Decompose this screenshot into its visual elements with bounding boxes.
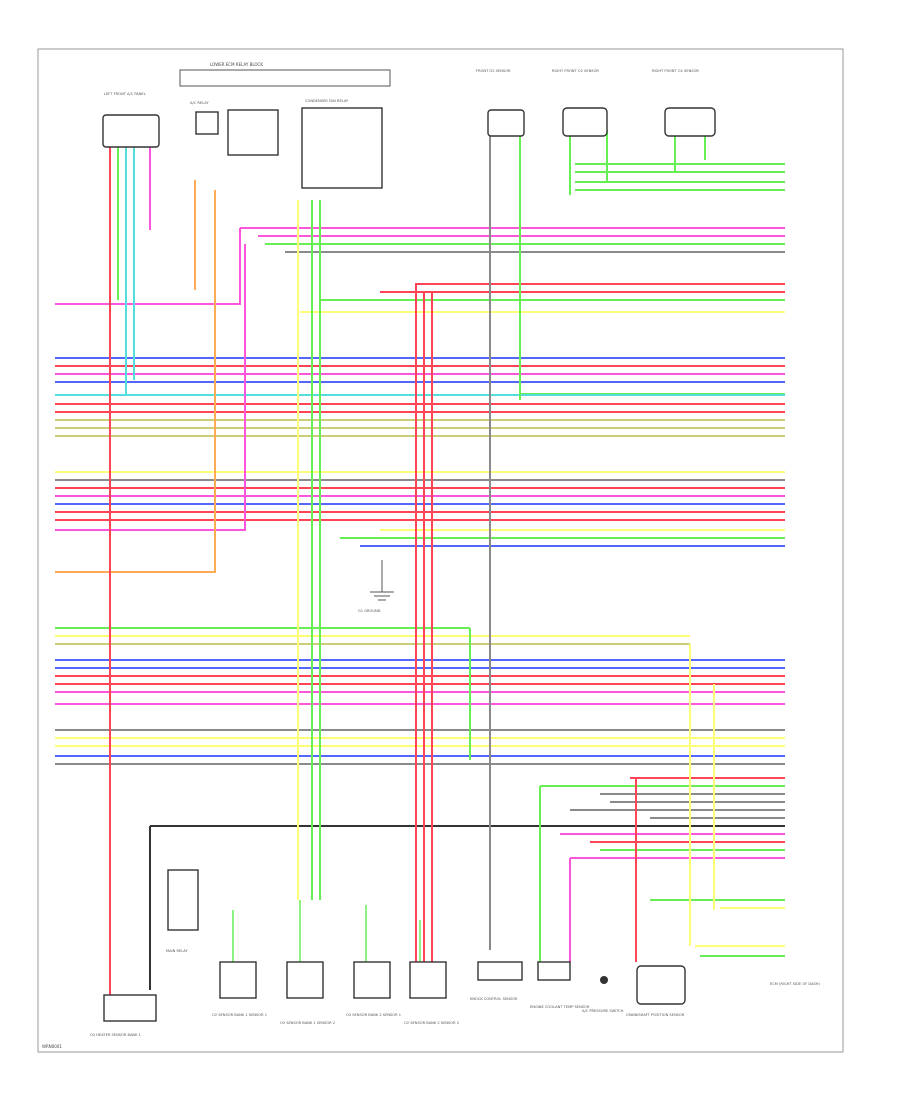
pink-feed-wire [55, 228, 241, 305]
knock-control-sensor-label: KNOCK CONTROL SENSOR [470, 997, 518, 1001]
o2-sensor-bank-2-downstream-label: O2 SENSOR BANK 2 SENSOR 2 [404, 1021, 459, 1025]
lower-ecm-relay-block-label: LOWER ECM RELAY BLOCK [210, 62, 263, 67]
left-front-ac-panel-box [102, 114, 160, 148]
ecm-label: ECM (RIGHT SIDE OF DASH) [770, 982, 821, 986]
components-layer [102, 69, 716, 1022]
ground-symbol [370, 560, 394, 601]
relay-box [227, 109, 279, 156]
o2-heater-sensor-bank-1-box [103, 994, 157, 1022]
o2-sensor-bank-1-downstream-box [286, 961, 324, 999]
footer-code: WRN0001 [42, 1044, 62, 1049]
vertical-wires-layer [109, 130, 715, 1000]
front-o2-sensor-box [487, 109, 525, 137]
ac-pressure-switch-label: A/C PRESSURE SWITCH [582, 1009, 624, 1013]
main-relay-box [167, 869, 199, 931]
wires-layer [55, 163, 785, 957]
o2-sensor-bank-2-upstream-box [353, 961, 391, 999]
main-relay-label: MAIN RELAY [166, 949, 188, 953]
lower-ecm-relay-block-frame [179, 69, 391, 87]
a-c-relay-label: A/C RELAY [190, 101, 209, 105]
ground-label: G1 GROUND [358, 609, 381, 613]
ac-pressure-switch-symbol [600, 976, 608, 984]
diagram-frame [37, 48, 844, 1053]
engine-coolant-temp-sensor-label: ENGINE COOLANT TEMP SENSOR [530, 1005, 590, 1009]
o2-sensor-bank-2-downstream-box [409, 961, 447, 999]
o2-heater-sensor-bank-1-label: O2 HEATER SENSOR BANK 1 [90, 1033, 141, 1037]
knock-control-sensor-box [477, 961, 523, 981]
right-front-sensor-2-box [664, 107, 716, 137]
o2-sensor-bank-1-upstream-box [219, 961, 257, 999]
a-c-relay-box [195, 111, 219, 135]
condenser-fan-relay-box [301, 107, 383, 189]
left-front-ac-panel-label: LEFT FRONT A/C PANEL [104, 92, 146, 96]
engine-coolant-temp-sensor-box [537, 961, 571, 981]
right-front-sensor-1-label: RIGHT FRONT O2 SENSOR [552, 69, 599, 73]
crankshaft-position-sensor-label: CRANKSHAFT POSITION SENSOR [626, 1013, 685, 1017]
condenser-fan-relay-label: CONDENSER FAN RELAY [305, 99, 349, 103]
o2-sensor-bank-1-downstream-label: O2 SENSOR BANK 1 SENSOR 2 [280, 1021, 335, 1025]
labels-layer: LOWER ECM RELAY BLOCK LEFT FRONT A/C PAN… [42, 62, 821, 1049]
o2-sensor-bank-2-upstream-label: O2 SENSOR BANK 2 SENSOR 1 [346, 1013, 401, 1017]
o2-sensor-bank-1-upstream-label: O2 SENSOR BANK 1 SENSOR 1 [212, 1013, 267, 1017]
crankshaft-position-sensor-box [636, 965, 686, 1005]
right-front-sensor-1-box [562, 107, 608, 137]
right-front-sensor-2-label: RIGHT FRONT O2 SENSOR [652, 69, 699, 73]
front-o2-sensor-label: FRONT O2 SENSOR [476, 69, 511, 73]
pink-left-wire [55, 244, 246, 531]
